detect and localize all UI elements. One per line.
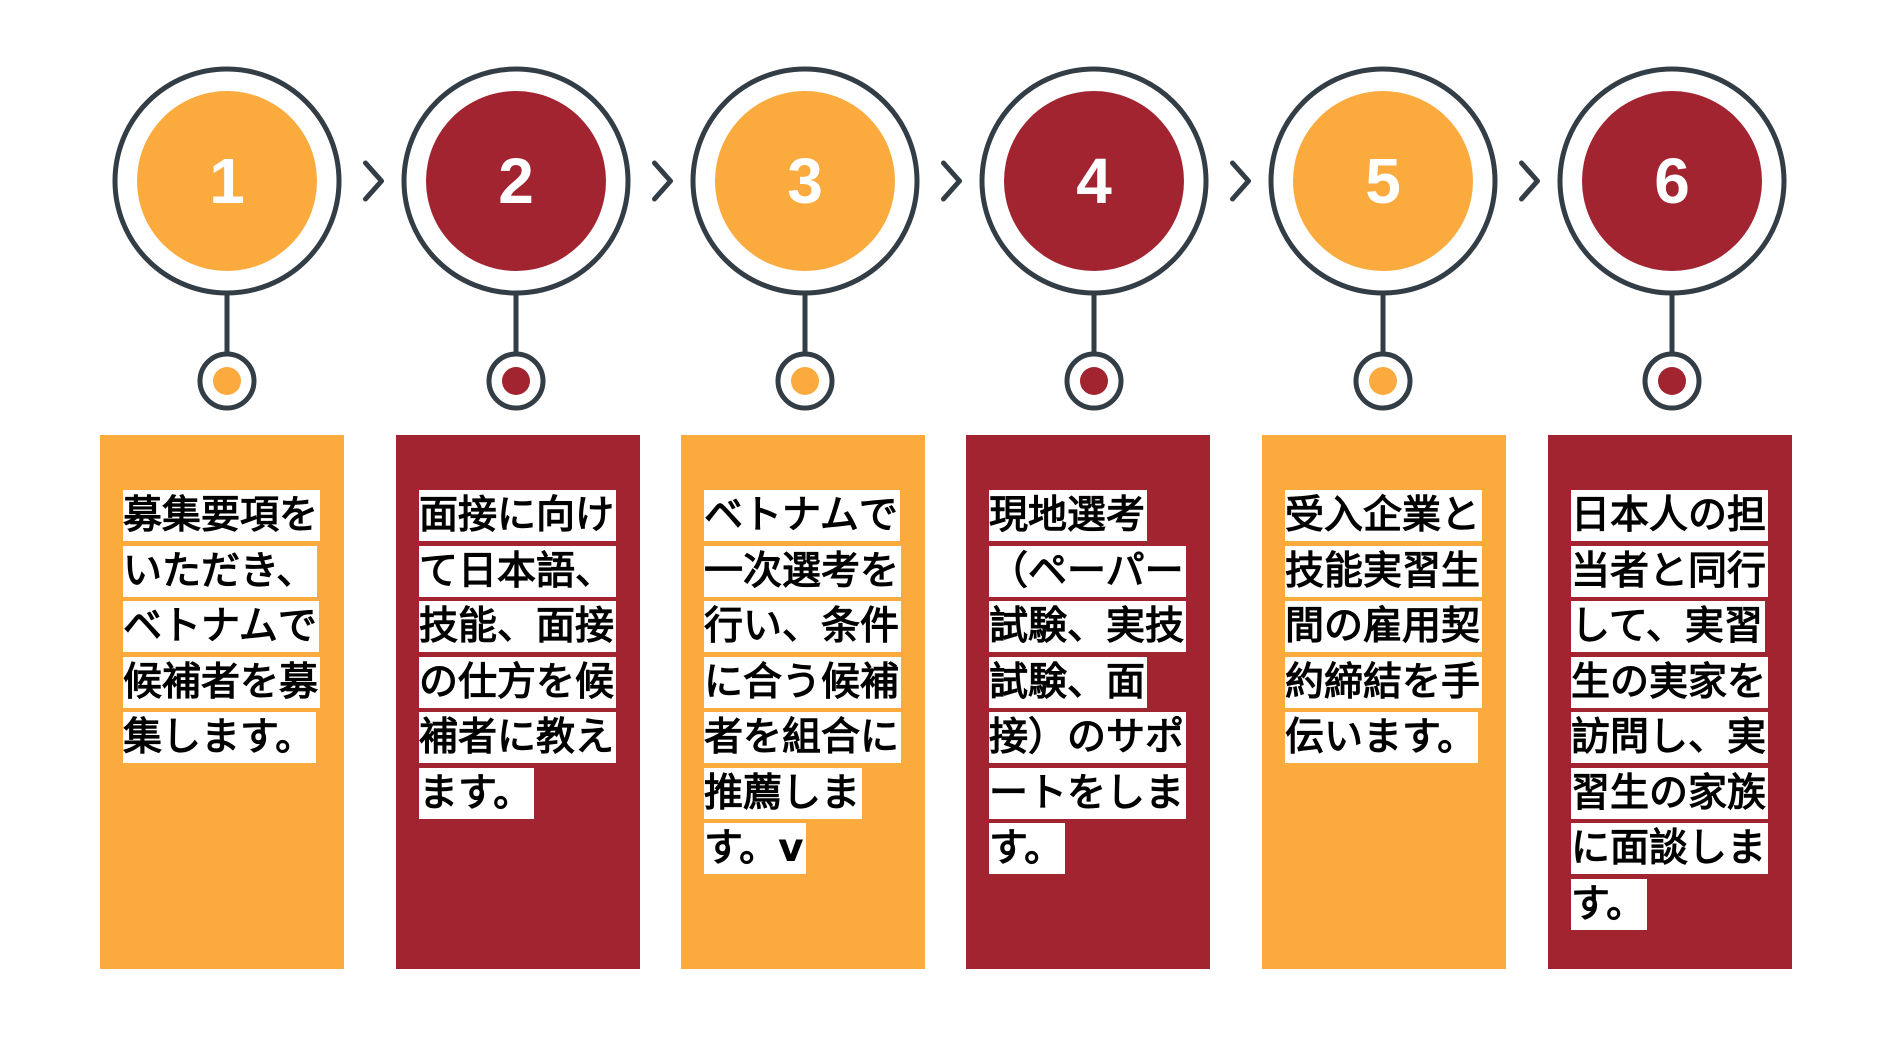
description-line: 面接に向け xyxy=(419,490,617,541)
description-line: す。 xyxy=(989,823,1066,874)
description-line: 行い、条件 xyxy=(704,601,902,652)
description-line: 募集要項を xyxy=(123,490,321,541)
description-line: 一次選考を xyxy=(704,545,902,597)
description-line: に合う候補 xyxy=(704,656,902,708)
description-line: して、実習 xyxy=(1571,601,1765,652)
step-node-5: 5 xyxy=(1268,66,1498,411)
step-description-6: 日本人の担当者と同行して、実習生の実家を訪問し、実習生の家族に面談します。 xyxy=(1571,490,1771,934)
description-line: 推薦しま xyxy=(704,767,863,819)
step-description-2: 面接に向けて日本語、技能、面接の仕方を候補者に教えます。 xyxy=(419,490,619,823)
description-line: に面談しま xyxy=(1571,823,1769,874)
description-line: 当者と同行 xyxy=(1571,545,1769,597)
description-line: 試験、面 xyxy=(989,656,1148,708)
connector-dot xyxy=(1369,367,1397,395)
number-circle xyxy=(426,91,606,271)
description-line: の仕方を候 xyxy=(419,656,617,708)
description-line: 間の雇用契 xyxy=(1285,601,1483,652)
step-number: 4 xyxy=(1076,145,1112,217)
description-line: 技能実習生 xyxy=(1285,545,1483,597)
connector-dot xyxy=(502,367,530,395)
number-circle xyxy=(1582,91,1762,271)
description-line: 候補者を募 xyxy=(123,656,321,708)
description-line: いただき、 xyxy=(123,545,318,597)
description-line: 受入企業と xyxy=(1285,490,1483,541)
step-node-3: 3 xyxy=(690,66,920,411)
description-line: て日本語、 xyxy=(419,545,617,597)
chevron-right-icon xyxy=(941,160,962,202)
step-node-2: 2 xyxy=(401,66,631,411)
connector-dot xyxy=(1658,367,1686,395)
description-line: 日本人の担 xyxy=(1571,490,1769,541)
description-line: す。 xyxy=(1571,878,1648,930)
chevron-right-icon xyxy=(652,160,673,202)
step-number: 5 xyxy=(1365,145,1401,217)
chevron-right-icon xyxy=(1519,160,1540,202)
description-line: ベトナムで xyxy=(123,601,319,652)
connector-dot xyxy=(1080,367,1108,395)
step-number: 2 xyxy=(498,145,534,217)
step-description-5: 受入企業と技能実習生間の雇用契約締結を手伝います。 xyxy=(1285,490,1485,768)
step-description-1: 募集要項をいただき、ベトナムで候補者を募集します。 xyxy=(123,490,323,768)
step-description-4: 現地選考（ペーパー試験、実技試験、面接）のサポートをします。 xyxy=(989,490,1189,879)
step-nodes: 1 2 3 4 5 6 xyxy=(112,66,1787,411)
description-line: 生の実家を xyxy=(1571,656,1769,708)
number-circle xyxy=(715,91,895,271)
number-circle xyxy=(1293,91,1473,271)
chevron-right-icon xyxy=(363,160,384,202)
step-number: 1 xyxy=(209,145,245,217)
description-line: 習生の家族 xyxy=(1571,767,1769,819)
description-line: ートをしま xyxy=(989,767,1187,819)
step-node-6: 6 xyxy=(1557,66,1787,411)
description-line: 現地選考 xyxy=(989,490,1148,541)
description-line: ます。 xyxy=(419,767,535,819)
description-line: 集します。 xyxy=(123,712,317,763)
step-panels xyxy=(100,435,1792,969)
description-line: 補者に教え xyxy=(419,712,617,763)
description-line: 訪問し、実 xyxy=(1571,712,1769,763)
chevron-right-icon xyxy=(1230,160,1251,202)
connector-dot xyxy=(213,367,241,395)
description-line: 試験、実技 xyxy=(989,601,1187,652)
number-circle xyxy=(1004,91,1184,271)
step-node-4: 4 xyxy=(979,66,1209,411)
connector-dot xyxy=(791,367,819,395)
description-line: 接）のサポ xyxy=(989,712,1187,763)
description-line: 約締結を手 xyxy=(1285,656,1483,708)
description-line: 者を組合に xyxy=(704,712,902,763)
step-node-1: 1 xyxy=(112,66,342,411)
number-circle xyxy=(137,91,317,271)
description-line: 伝います。 xyxy=(1285,712,1479,763)
description-line: （ペーパー xyxy=(989,545,1186,597)
description-line: す。v xyxy=(704,823,806,874)
description-line: 技能、面接 xyxy=(419,601,617,652)
step-arrows xyxy=(363,160,1540,202)
step-number: 3 xyxy=(787,145,823,217)
step-number: 6 xyxy=(1654,145,1690,217)
step-description-3: ベトナムで一次選考を行い、条件に合う候補者を組合に推薦します。v xyxy=(704,490,904,879)
description-line: ベトナムで xyxy=(704,490,900,541)
